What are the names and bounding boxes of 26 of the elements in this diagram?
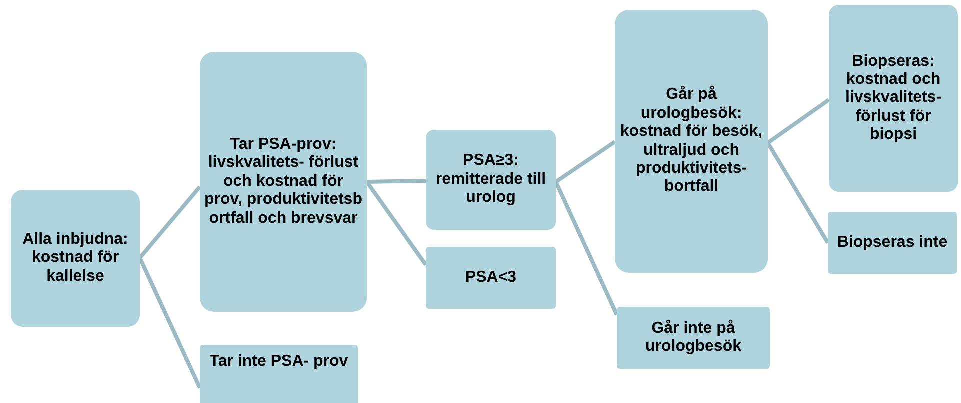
connector-line <box>138 257 202 389</box>
connector-line <box>766 142 830 244</box>
outcome-box <box>617 307 770 369</box>
outcome-box <box>11 190 140 327</box>
box-text: Går på urologbesök: kostnad för besök, ultraljud och produktivitets- bortfall <box>619 86 764 197</box>
box-text: Tar inte PSA- prov <box>210 353 348 372</box>
outcome-box <box>615 10 768 273</box>
connector-line <box>554 140 616 184</box>
connector-line <box>554 181 619 316</box>
box-text: Tar PSA-prov: livskvalitets- förlust och kostnad för prov, produktivitetsb ortfall och brevsvar <box>204 136 363 228</box>
outcome-box <box>829 5 958 192</box>
box-text: Biopseras inte <box>837 234 948 252</box>
connector-line <box>138 186 202 260</box>
connector-line <box>365 180 428 266</box>
connector-line <box>766 98 830 145</box>
outcome-box <box>426 130 556 230</box>
connector-line <box>366 179 426 184</box>
box-text: Alla inbjudna: kostnad för kallelse <box>22 230 130 286</box>
outcome-box <box>426 247 556 309</box>
box-text: PSA<3 <box>465 268 517 288</box>
outcome-box <box>200 345 358 403</box>
outcome-box <box>828 212 957 274</box>
box-text: PSA≥3: remitterade till urolog <box>434 152 548 208</box>
outcome-box <box>200 52 367 312</box>
box-text: Biopseras: kostnad och livskvalitets- förlust för biopsi <box>844 52 943 144</box>
box-text: Går inte på urologbesök <box>644 320 742 356</box>
